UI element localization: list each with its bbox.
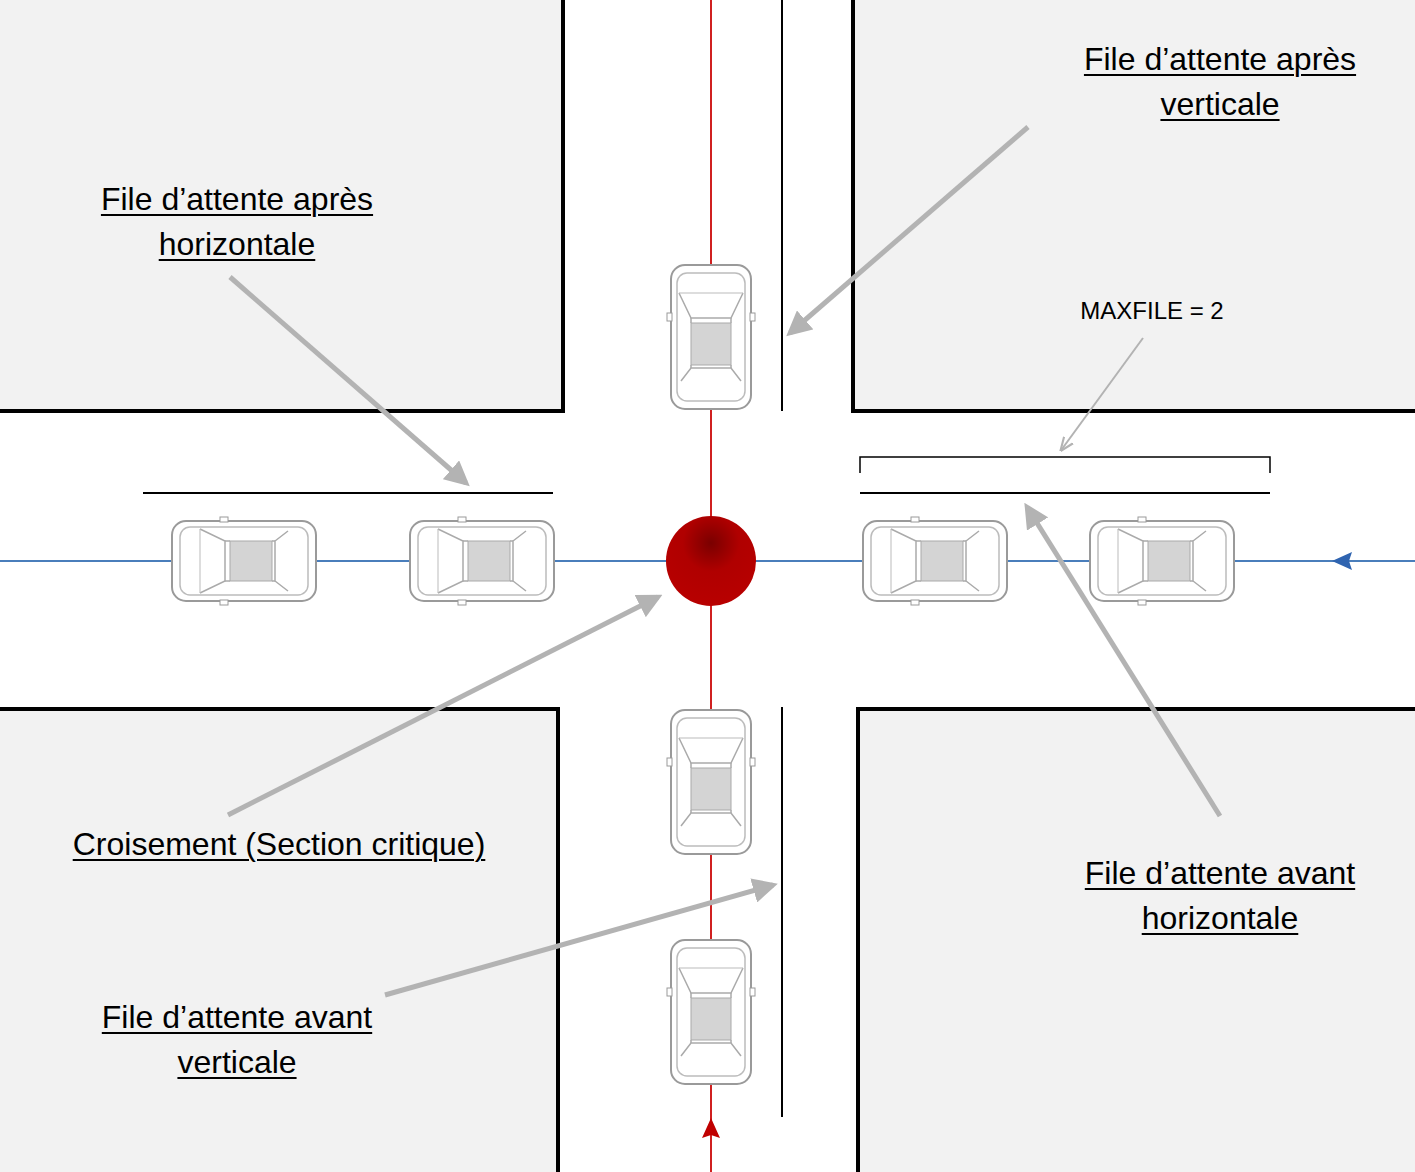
city-block	[0, 709, 558, 1172]
callout-label: File d’attente après horizontale	[37, 177, 437, 267]
car	[863, 517, 1007, 605]
block-edge	[0, 709, 558, 1172]
bracket	[860, 457, 1270, 473]
car	[172, 517, 316, 605]
block-edge	[0, 0, 563, 411]
direction-arrow	[1332, 552, 1352, 570]
block-edge	[858, 709, 1415, 1172]
car	[667, 265, 755, 409]
leader-arrow	[385, 885, 773, 995]
car	[410, 517, 554, 605]
queue-line	[143, 492, 553, 494]
city-block	[858, 709, 1415, 1172]
leader-arrow	[228, 597, 658, 815]
car	[1090, 517, 1234, 605]
callout-label: File d’attente avant verticale	[57, 995, 417, 1085]
leader-arrow	[790, 127, 1028, 333]
callout-label: Croisement (Section critique)	[73, 822, 486, 867]
city-block	[0, 0, 563, 411]
queue-line	[781, 707, 783, 1117]
direction-arrow	[702, 1118, 720, 1138]
queue-line	[781, 0, 783, 411]
callout-label: File d’attente après verticale	[1030, 37, 1410, 127]
critical-section	[666, 516, 756, 606]
car	[667, 710, 755, 854]
callout-label: File d’attente avant horizontale	[1030, 851, 1410, 941]
leader-arrow	[1027, 507, 1220, 816]
car	[667, 940, 755, 1084]
leader-arrow	[1062, 338, 1143, 449]
callout-label: MAXFILE = 2	[1080, 296, 1223, 326]
queue-line	[860, 492, 1270, 494]
leader-arrow	[230, 277, 466, 483]
